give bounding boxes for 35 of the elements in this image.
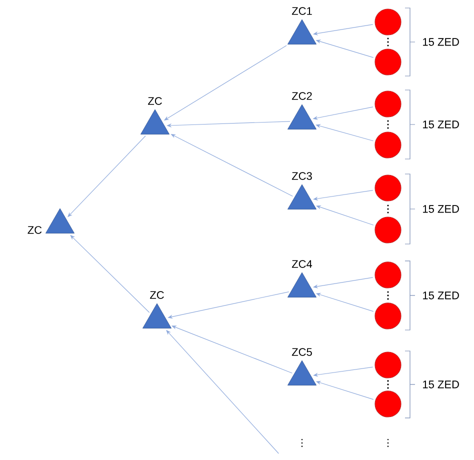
triangle-node: ZC1	[288, 7, 316, 44]
node-label: ZC	[28, 226, 42, 234]
node-label: ZC2	[292, 92, 312, 100]
triangle-node: ZC	[28, 208, 74, 234]
arrow	[172, 326, 292, 374]
node-label: ZC1	[292, 7, 312, 15]
count-label: 15 ZED	[423, 205, 459, 213]
circle-node	[374, 48, 402, 76]
node-label: ZC	[148, 97, 162, 105]
count-label: 15 ZED	[423, 380, 459, 388]
node-label: ZC	[150, 291, 164, 299]
circle-node	[374, 262, 402, 288]
node-label: ZC3	[292, 172, 312, 180]
circle-node	[374, 174, 402, 202]
circle-node	[374, 216, 402, 244]
triangle-node: ZC5	[288, 348, 316, 386]
circle-node	[374, 8, 402, 36]
circle-node	[374, 302, 402, 330]
circle-node	[374, 390, 402, 418]
node-label: ZC5	[292, 348, 312, 356]
node-label: ZC4	[292, 260, 312, 268]
count-label: 15 ZED	[423, 38, 459, 46]
count-label: 15 ZED	[423, 120, 459, 128]
triangle-node: ZC	[140, 97, 170, 134]
circle-node	[374, 352, 402, 378]
circle-node	[374, 90, 402, 118]
triangle-node: ZC	[142, 291, 172, 328]
arrow	[316, 205, 374, 226]
circle-node	[374, 132, 402, 158]
ellipsis: ⋮	[387, 438, 389, 448]
triangle-node: ZC3	[288, 172, 316, 210]
count-label: 15 ZED	[423, 292, 459, 300]
triangle-node: ZC2	[288, 92, 316, 130]
triangle-node: ZC4	[288, 260, 316, 298]
ellipsis: ⋮	[301, 438, 303, 448]
